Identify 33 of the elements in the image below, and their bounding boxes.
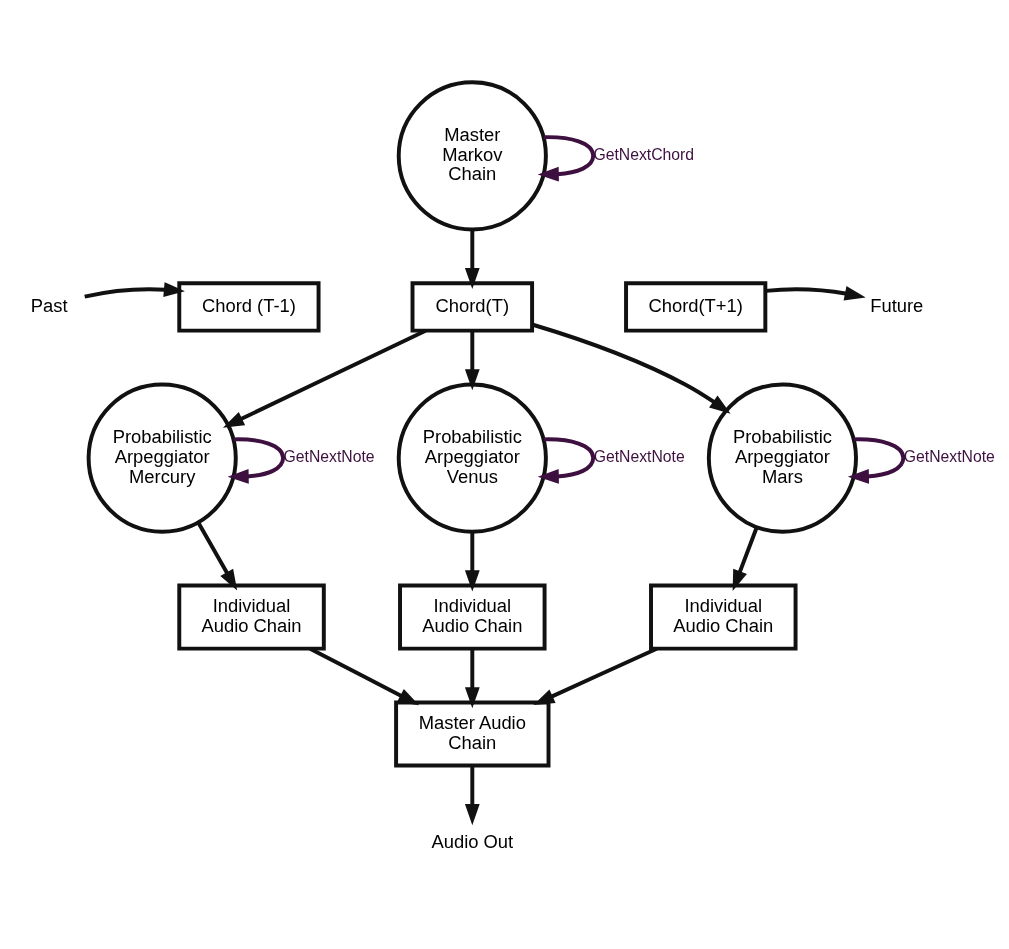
arrow <box>84 282 185 299</box>
node-text: Past <box>30 294 68 316</box>
node-box: Individual Audio Chain <box>649 583 798 651</box>
edge-label: GetNextNote <box>903 448 995 466</box>
arrow <box>464 649 480 709</box>
node-box: Chord (T-1) <box>177 281 321 333</box>
node-box: Individual Audio Chain <box>398 583 547 651</box>
arrow <box>531 322 731 414</box>
edge-label: GetNextNote <box>283 448 375 466</box>
arrow <box>537 135 596 182</box>
arrow <box>464 330 480 391</box>
node-box: Master Audio Chain <box>394 700 551 768</box>
arrow <box>227 437 286 484</box>
arrow <box>464 532 480 592</box>
node-circle: Probabilistic Arpeggiator Venus <box>396 382 548 534</box>
arrow <box>309 647 420 706</box>
node-text: Audio Out <box>431 830 514 852</box>
arrow <box>464 766 480 826</box>
arrow <box>222 328 427 428</box>
edge-label: GetNextChord <box>593 145 695 163</box>
node-text: Future <box>870 294 924 316</box>
arrow <box>765 286 866 301</box>
arrow <box>537 437 596 484</box>
arrow <box>464 229 480 290</box>
edge-label: GetNextNote <box>593 448 685 466</box>
node-box: Chord(T) <box>410 281 535 333</box>
arrow <box>847 437 906 484</box>
node-circle: Master Markov Chain <box>396 80 548 232</box>
node-circle: Probabilistic Arpeggiator Mercury <box>86 382 238 534</box>
arrow <box>732 526 759 592</box>
node-box: Individual Audio Chain <box>177 583 326 651</box>
arrow <box>196 521 238 591</box>
node-box: Chord(T+1) <box>624 281 768 333</box>
